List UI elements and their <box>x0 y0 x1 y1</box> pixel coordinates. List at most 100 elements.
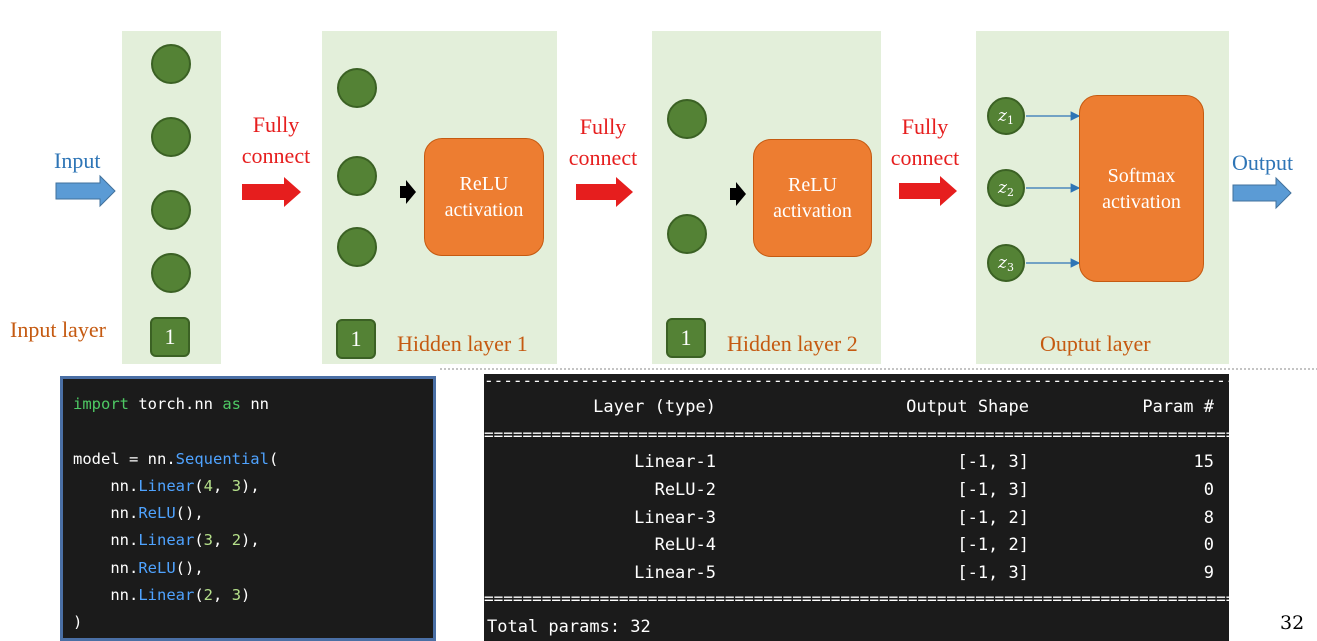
fully-connect-line-2: connect <box>890 145 960 170</box>
z-base: z <box>998 178 1007 198</box>
output-layer-label: Ouptut layer <box>1040 331 1151 356</box>
summary-cell-params: 0 <box>1203 535 1214 556</box>
activation-word: activation <box>1102 190 1181 213</box>
summary-cell-shape: [-1, 2] <box>957 535 1029 556</box>
summary-separator-dash: ----------------------------------------… <box>484 374 1229 388</box>
code-text: nn. <box>73 558 139 577</box>
code-function: ReLU <box>138 558 176 577</box>
activation-name: Softmax <box>1107 164 1176 187</box>
code-text: nn <box>241 395 269 413</box>
fully-connect-line-1: Fully <box>252 112 300 137</box>
input-arrow <box>55 174 116 208</box>
fully-connect-label-2: Fully connect <box>563 111 643 173</box>
summary-cell-params: 9 <box>1203 563 1214 584</box>
relu-activation-box-1: ReLU activation <box>424 138 544 256</box>
input-node <box>151 253 191 293</box>
output-arrow <box>1232 176 1292 210</box>
code-function: Linear <box>138 476 195 495</box>
code-text: nn. <box>73 476 139 495</box>
code-text: ( <box>268 449 279 468</box>
summary-header-layer: Layer (type) <box>593 397 716 417</box>
code-text: nn. <box>73 531 139 550</box>
input-label: Input <box>54 148 101 173</box>
code-line: nn.ReLU(), <box>73 555 433 582</box>
relu-input-arrow-2 <box>730 182 746 206</box>
summary-cell-shape: [-1, 2] <box>957 507 1029 528</box>
z-base: z <box>998 106 1007 126</box>
z-subscript: 3 <box>1006 260 1014 274</box>
activation-name: ReLU <box>459 173 509 195</box>
code-number: 3 <box>231 586 242 605</box>
code-text: (), <box>175 504 204 523</box>
hidden1-node <box>337 68 377 108</box>
hidden-layer-1-label: Hidden layer 1 <box>397 331 528 356</box>
code-text: model = nn. <box>73 449 176 468</box>
input-layer-label: Input layer <box>10 317 106 342</box>
code-text: torch.nn <box>129 395 223 413</box>
summary-separator-equals: ========================================… <box>484 592 1229 606</box>
code-text: ( <box>194 531 204 550</box>
code-function: Sequential <box>175 449 269 468</box>
code-number: 3 <box>231 476 242 495</box>
code-line-empty <box>73 418 433 445</box>
summary-header-params: Param # <box>1142 397 1214 417</box>
fully-connect-line-2: connect <box>568 145 638 170</box>
code-number: 3 <box>203 531 214 550</box>
fully-connect-label-1: Fully connect <box>236 109 316 171</box>
code-line: ) <box>73 609 433 636</box>
code-text: ( <box>194 586 204 605</box>
summary-cell-params: 15 <box>1193 452 1214 472</box>
code-function: Linear <box>138 531 195 550</box>
z-subscript: 1 <box>1006 113 1014 127</box>
code-keyword: import <box>73 395 129 413</box>
activation-word: activation <box>773 200 852 222</box>
summary-cell-layer: Linear-3 <box>634 507 716 528</box>
hidden2-node <box>667 214 707 254</box>
hidden2-node <box>667 99 707 139</box>
softmax-activation-box: Softmax activation <box>1079 95 1204 282</box>
code-text: ), <box>241 476 260 495</box>
code-text: (), <box>175 558 204 577</box>
code-function: ReLU <box>138 504 176 523</box>
input-bias-node: 1 <box>150 317 190 357</box>
page-number: 32 <box>1280 612 1305 634</box>
code-line: import torch.nn as nn <box>73 391 433 418</box>
input-node <box>151 190 191 230</box>
input-node <box>151 117 191 157</box>
fully-connect-arrow-3 <box>899 176 957 206</box>
summary-separator-equals: ========================================… <box>484 428 1229 442</box>
relu-input-arrow-1 <box>400 180 416 204</box>
summary-header-shape: Output Shape <box>906 397 1029 417</box>
z-subscript: 2 <box>1006 185 1014 199</box>
fully-connect-label-3: Fully connect <box>885 111 965 173</box>
hidden-layer-2-label: Hidden layer 2 <box>727 331 858 356</box>
code-text: ) <box>73 613 83 632</box>
code-number: 4 <box>203 476 214 495</box>
hidden1-node <box>337 227 377 267</box>
code-text: ( <box>194 476 204 495</box>
summary-cell-shape: [-1, 3] <box>957 563 1029 584</box>
fully-connect-line-1: Fully <box>579 114 627 139</box>
code-line: nn.Linear(4, 3), <box>73 473 433 500</box>
code-text: nn. <box>73 586 139 605</box>
summary-cell-layer: Linear-5 <box>634 563 716 584</box>
summary-cell-layer: Linear-1 <box>634 452 716 472</box>
summary-total-params: Total params: 32 <box>487 617 651 637</box>
code-keyword: as <box>222 395 241 413</box>
summary-cell-layer: ReLU-2 <box>654 479 716 500</box>
output-label: Output <box>1232 150 1294 175</box>
fully-connect-arrow-2 <box>576 177 633 207</box>
code-text: ) <box>241 586 251 605</box>
fully-connect-line-1: Fully <box>901 114 949 139</box>
code-function: Linear <box>138 586 195 605</box>
code-line: nn.ReLU(), <box>73 500 433 527</box>
summary-cell-layer: ReLU-4 <box>654 535 716 556</box>
activation-word: activation <box>444 199 524 221</box>
hidden2-bias-node: 1 <box>666 318 706 358</box>
code-text: , <box>213 531 232 550</box>
input-node <box>151 44 191 84</box>
